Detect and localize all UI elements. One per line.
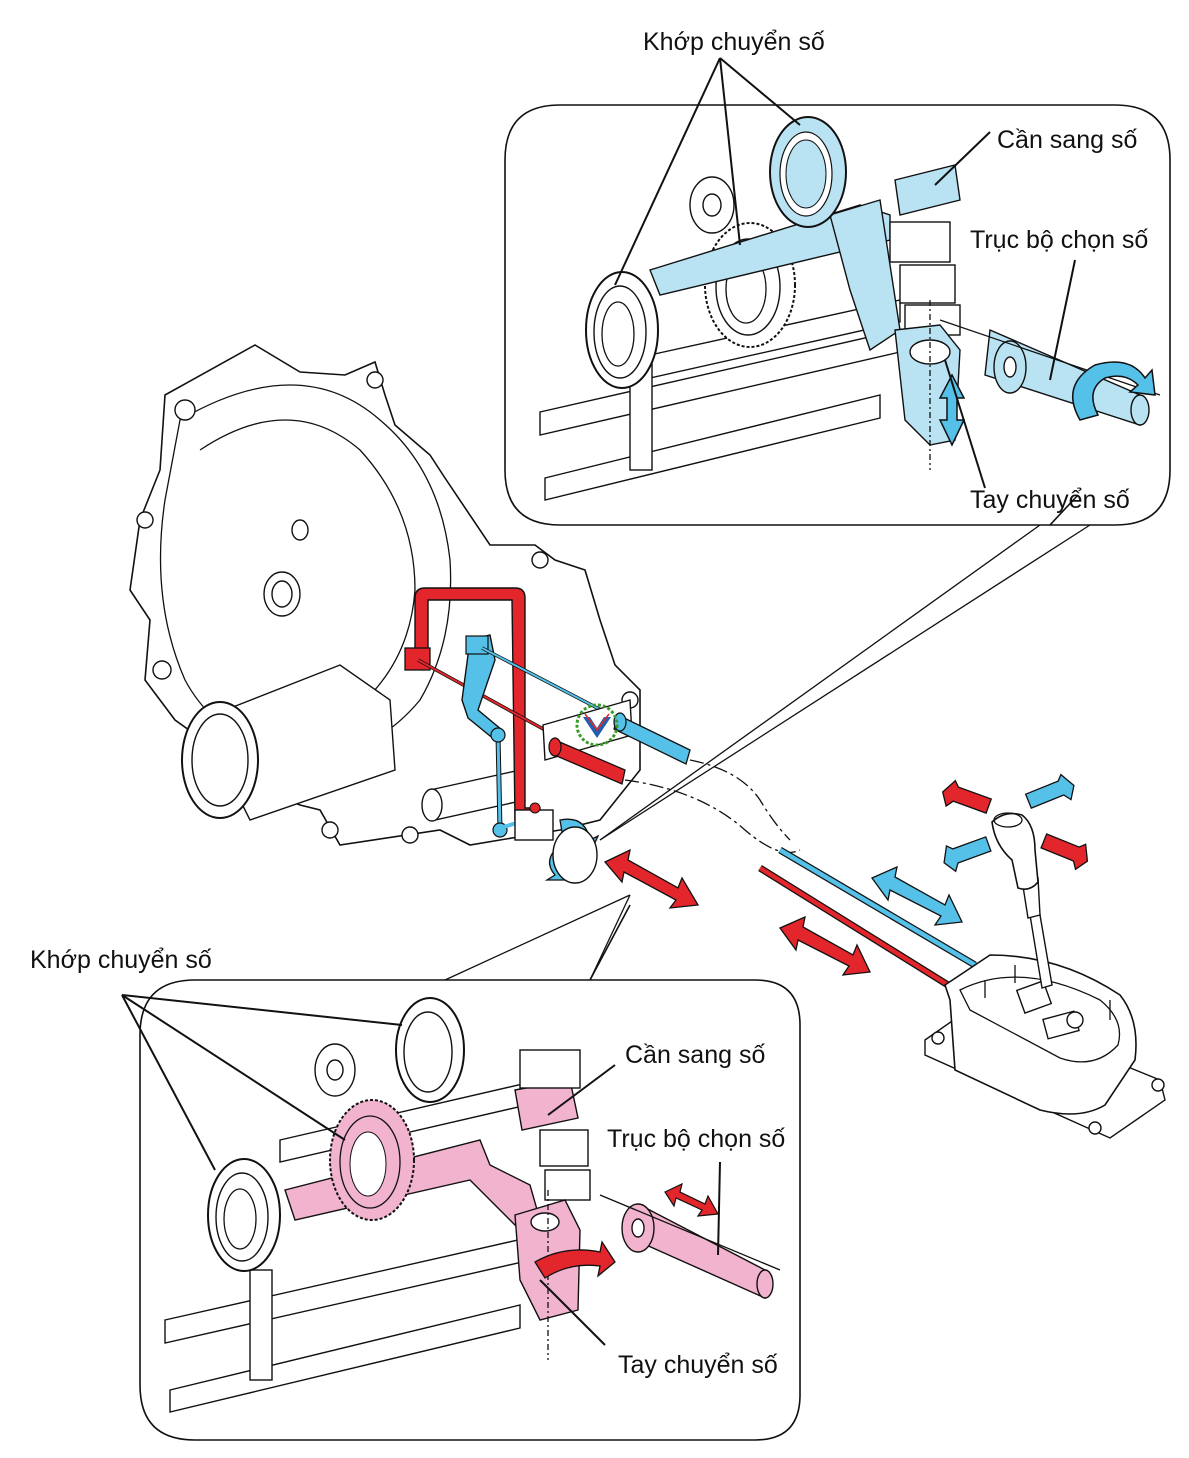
label-top-shift-fork: Cần sang số — [997, 126, 1138, 154]
top-rotation-arrow — [1072, 361, 1156, 421]
bottom-callout-border — [139, 904, 801, 1441]
cable-centerline-b — [689, 759, 791, 841]
top-shift-rails — [539, 299, 901, 501]
gear-shifter — [924, 812, 1166, 1139]
shift-linkage — [404, 587, 691, 884]
bottom-callout-pointer-a — [444, 894, 631, 981]
selector-rotation-arrows — [544, 818, 600, 884]
cable-arrows — [603, 848, 963, 976]
leader-top-shaft — [1049, 259, 1076, 381]
leader-bottom-sleeves-3 — [121, 994, 403, 1026]
bottom-shift-lever — [514, 1190, 616, 1360]
label-top-selector-shaft: Trục bộ chọn số — [970, 226, 1149, 254]
shifter-arrows — [941, 773, 1089, 873]
leader-top-fork — [934, 131, 991, 186]
red-double-arrow-b — [778, 915, 871, 976]
red-double-arrow-a — [603, 848, 700, 909]
transmission-housing — [129, 344, 641, 846]
leader-bottom-sleeves-2 — [121, 994, 346, 1141]
leader-top-sleeves-1 — [614, 57, 721, 286]
label-bottom-shift-fork: Cần sang số — [625, 1041, 766, 1069]
bottom-callout — [121, 894, 801, 1441]
bottom-sleeve-top — [314, 997, 465, 1103]
arrow-forward-left — [941, 779, 993, 814]
arrow-back-left — [943, 836, 992, 873]
bottom-selector-shaft — [599, 1182, 781, 1300]
cable-centerline-a — [624, 779, 801, 854]
leader-bottom-sleeves-1 — [121, 994, 216, 1171]
blue-double-arrow — [870, 865, 963, 926]
leader-top-sleeves-2 — [719, 57, 741, 246]
label-top-sleeves: Khớp chuyển số — [643, 28, 825, 56]
leader-top-sleeves-3 — [719, 57, 801, 126]
label-bottom-shift-lever: Tay chuyển số — [618, 1351, 778, 1379]
top-callout-pointer-b — [599, 524, 1091, 841]
cables — [624, 759, 977, 988]
top-sleeve-left — [585, 271, 659, 389]
leader-bottom-shaft — [717, 1161, 721, 1256]
bottom-shift-fork — [284, 1049, 591, 1231]
top-selector-fork — [649, 116, 961, 352]
arrow-forward-right — [1024, 773, 1075, 809]
label-bottom-sleeves: Khớp chuyển số — [30, 946, 212, 974]
leader-top-lever — [944, 359, 986, 489]
leader-bottom-fork — [547, 1064, 616, 1116]
leader-bottom-lever — [539, 1279, 606, 1346]
brand-logo — [575, 703, 619, 747]
top-callout — [504, 57, 1171, 841]
top-callout-pointer-a — [599, 524, 1041, 841]
bottom-sleeve-left — [207, 1158, 281, 1272]
bottom-callout-pointer-b — [589, 894, 631, 981]
arrow-back-right — [1040, 833, 1089, 871]
label-top-shift-lever: Tay chuyển số — [970, 486, 1130, 514]
top-vertical-arrow — [938, 373, 966, 447]
top-callout-border — [504, 104, 1171, 526]
top-selector-shaft — [939, 319, 1161, 426]
label-bottom-selector-shaft: Trục bộ chọn số — [607, 1125, 786, 1153]
top-shift-lever — [894, 300, 961, 470]
